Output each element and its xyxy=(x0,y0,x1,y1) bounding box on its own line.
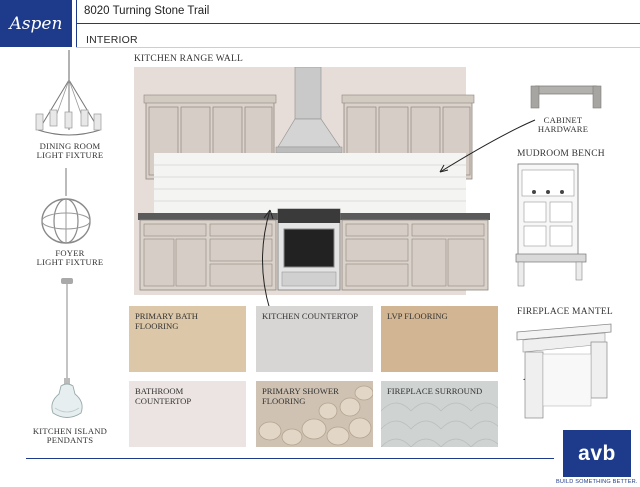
section-title: INTERIOR xyxy=(86,34,138,46)
swatch-title-line1: FIREPLACE SURROUND xyxy=(387,386,483,396)
header-subdivider xyxy=(76,47,640,48)
pebble-texture xyxy=(258,385,373,446)
foyer-fixture-image xyxy=(41,168,91,244)
hardware-label: CABINET HARDWARE xyxy=(528,116,598,134)
dining-label-line1: DINING ROOM xyxy=(39,141,101,151)
island-label-line1: KITCHEN ISLAND xyxy=(32,426,108,436)
island-label-line2: PENDANTS xyxy=(46,435,94,445)
swatch-title-line1: LVP FLOORING xyxy=(387,311,448,321)
swatch-fireplace-surround: FIREPLACE SURROUND xyxy=(381,381,498,447)
hardware-label-line1: CABINET xyxy=(543,115,583,125)
avb-logo-text: avb xyxy=(578,441,616,465)
mudroom-bench-image xyxy=(515,163,587,287)
swatch-title-line1: PRIMARY BATH xyxy=(135,311,198,321)
mudroom-label: MUDROOM BENCH xyxy=(517,149,605,159)
swatch-title-line2: COUNTERTOP xyxy=(135,395,192,406)
scale-tile-texture xyxy=(381,402,498,447)
foyer-label-line2: LIGHT FIXTURE xyxy=(36,257,104,267)
swatch-title-line2: FLOORING xyxy=(135,320,179,331)
island-label: KITCHEN ISLAND PENDANTS xyxy=(20,427,120,445)
cabinet-pull-image xyxy=(530,85,602,109)
swatch-title: FIREPLACE SURROUND xyxy=(387,386,483,397)
fireplace-mantel-image xyxy=(516,323,612,419)
island-pendant-image xyxy=(51,278,83,418)
foyer-label-line1: FOYER xyxy=(55,248,85,258)
swatch-lvp-flooring: LVP FLOORING xyxy=(381,306,498,372)
footer-divider xyxy=(26,458,554,459)
header-vertical-divider xyxy=(76,0,77,47)
swatch-title-line2: FLOORING xyxy=(262,395,306,406)
swatch-title-line1: BATHROOM xyxy=(135,386,184,396)
fireplace-mantel-label: FIREPLACE MANTEL xyxy=(517,307,613,317)
address: 8020 Turning Stone Trail xyxy=(84,5,210,17)
swatch-title: KITCHEN COUNTERTOP xyxy=(262,311,359,322)
hardware-label-line2: HARDWARE xyxy=(537,124,589,134)
avb-tagline: BUILD SOMETHING BETTER. xyxy=(556,479,638,485)
swatch-kitchen-countertop: KITCHEN COUNTERTOP xyxy=(256,306,373,372)
swatch-title-line1: KITCHEN COUNTERTOP xyxy=(262,311,359,321)
foyer-label: FOYER LIGHT FIXTURE xyxy=(20,249,120,267)
kitchen-range-wall-illustration xyxy=(134,67,490,295)
swatch-title-line1: PRIMARY SHOWER xyxy=(262,386,339,396)
header-divider xyxy=(76,23,640,24)
logo-text: Aspen xyxy=(9,13,63,34)
avb-logo: avb xyxy=(563,430,631,477)
swatch-title: LVP FLOORING xyxy=(387,311,448,322)
dining-label-line2: LIGHT FIXTURE xyxy=(36,150,104,160)
aspen-logo: Aspen xyxy=(0,0,72,47)
dining-chandelier-image xyxy=(35,50,102,136)
kitchen-wall-label: KITCHEN RANGE WALL xyxy=(134,54,243,64)
dining-label: DINING ROOM LIGHT FIXTURE xyxy=(20,142,120,160)
